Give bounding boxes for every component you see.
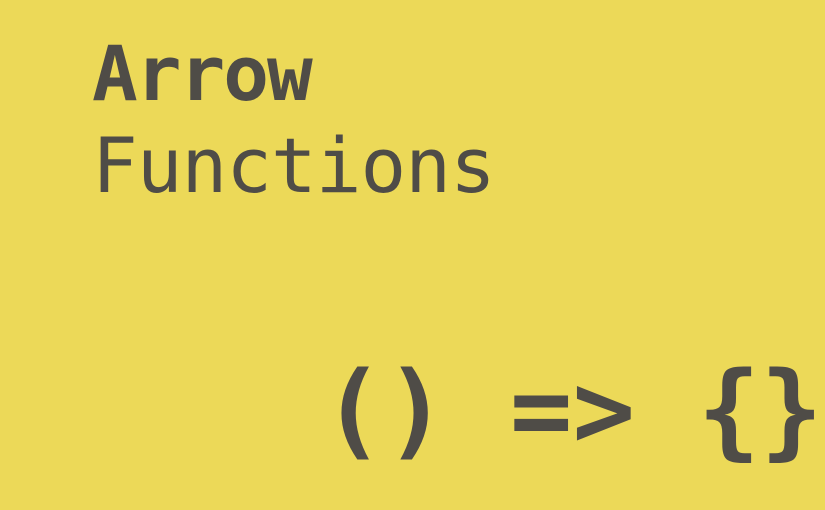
title-block: Arrow Functions	[92, 29, 496, 210]
title-line-functions: Functions	[92, 121, 496, 210]
arrow-function-syntax: () => {}	[322, 349, 823, 471]
title-line-arrow: Arrow	[92, 29, 313, 118]
